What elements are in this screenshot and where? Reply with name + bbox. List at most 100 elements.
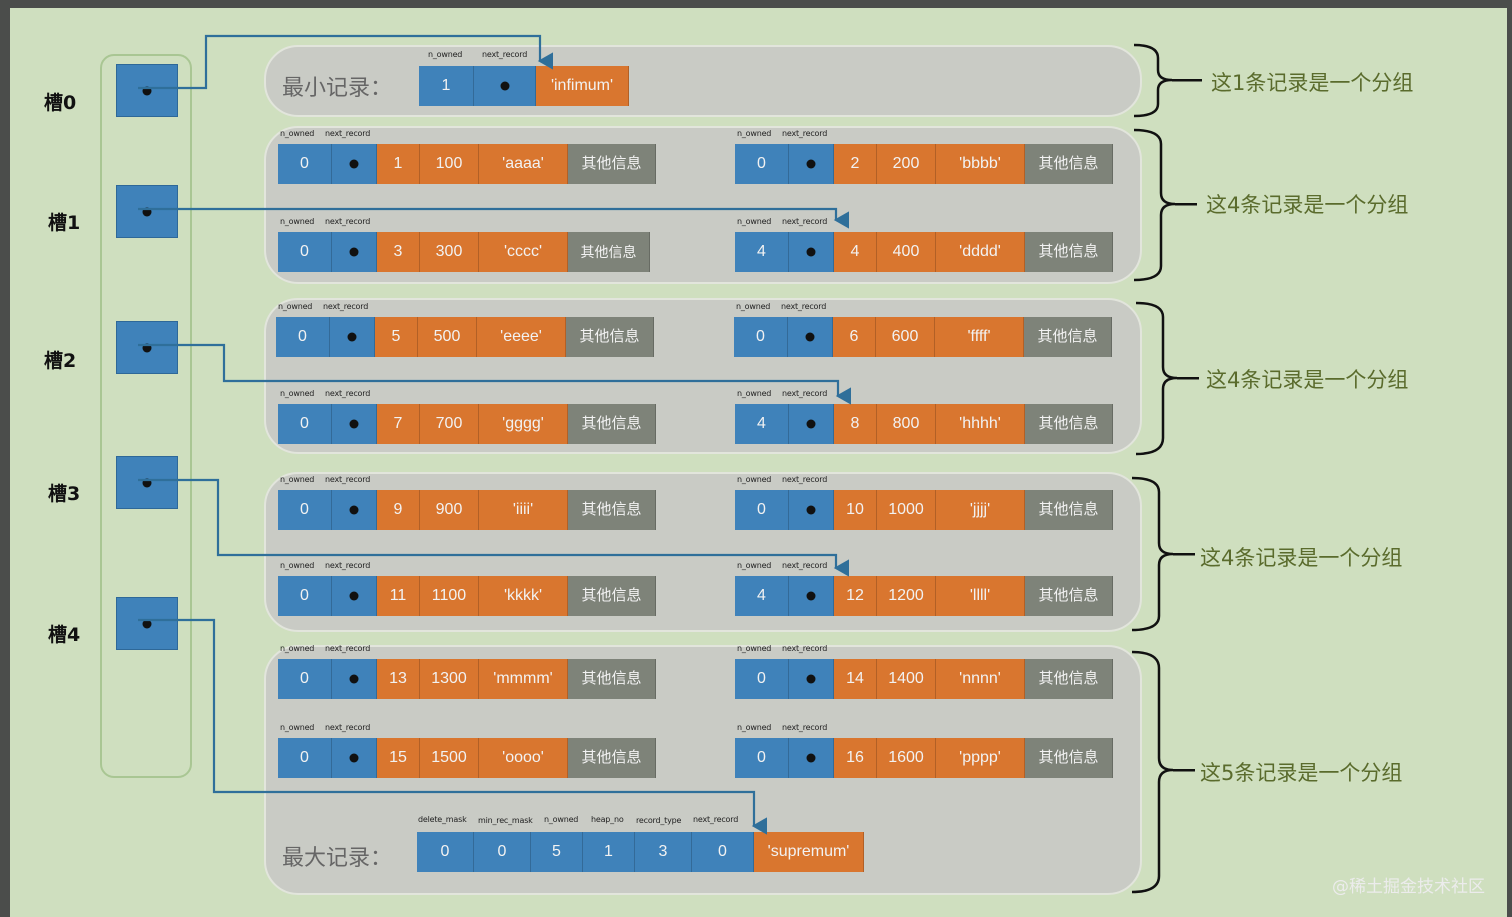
pointer-dot bbox=[349, 591, 359, 601]
supremum-heap-no: 1 bbox=[583, 832, 635, 872]
supremum-header-next-record: next_record bbox=[693, 815, 739, 824]
supremum-delete-mask: 0 bbox=[417, 832, 474, 872]
record-header-n-owned: n_owned bbox=[737, 561, 772, 570]
record-value: 800 bbox=[877, 404, 936, 444]
record-n-owned: 0 bbox=[735, 490, 789, 530]
record-value: 1000 bbox=[877, 490, 936, 530]
record-header-next-record: next_record bbox=[325, 217, 371, 226]
slot-box-0 bbox=[116, 64, 178, 117]
record-header-next-record: next_record bbox=[782, 561, 828, 570]
group-description-1: 这4条记录是一个分组 bbox=[1206, 193, 1409, 217]
supremum-header-record-type: record_type bbox=[636, 816, 682, 825]
record-header-next-record: next_record bbox=[782, 644, 828, 653]
record-other-info: 其他信息 bbox=[566, 317, 654, 357]
slot-0-arrow bbox=[138, 34, 554, 90]
record-key: 'jjjj' bbox=[936, 490, 1025, 530]
group-description-4: 这5条记录是一个分组 bbox=[1200, 761, 1403, 785]
slot-label-4: 槽4 bbox=[48, 624, 81, 646]
record-number: 10 bbox=[834, 490, 877, 530]
record-header-next-record: next_record bbox=[325, 389, 371, 398]
record-other-info: 其他信息 bbox=[568, 576, 656, 616]
pointer-dot bbox=[805, 332, 815, 342]
record-header-n-owned: n_owned bbox=[737, 389, 772, 398]
pointer-dot bbox=[806, 505, 816, 515]
record-key: 'aaaa' bbox=[479, 144, 568, 184]
slot-label-1: 槽1 bbox=[48, 212, 81, 234]
record-next-record bbox=[788, 317, 833, 357]
brace-group-1 bbox=[1133, 128, 1176, 282]
supremum-header-n-owned: n_owned bbox=[544, 815, 579, 824]
record-n-owned: 0 bbox=[278, 738, 332, 778]
pointer-dot bbox=[347, 332, 357, 342]
record-header-next-record: next_record bbox=[323, 302, 369, 311]
record-n-owned: 0 bbox=[735, 738, 789, 778]
slot-3-arrow bbox=[138, 478, 850, 577]
record-value: 600 bbox=[876, 317, 935, 357]
brace-group-0 bbox=[1133, 43, 1173, 118]
record-next-record bbox=[332, 404, 377, 444]
record-next-record bbox=[332, 738, 377, 778]
record-header-n-owned: n_owned bbox=[280, 561, 315, 570]
record-key: 'llll' bbox=[936, 576, 1025, 616]
record-other-info: 其他信息 bbox=[568, 738, 656, 778]
record-key: 'bbbb' bbox=[936, 144, 1025, 184]
record-header-next-record: next_record bbox=[782, 217, 828, 226]
record-header-next-record: next_record bbox=[325, 644, 371, 653]
record-header-next-record: next_record bbox=[325, 475, 371, 484]
pointer-dot bbox=[142, 86, 152, 95]
pointer-dot bbox=[142, 478, 152, 487]
record-other-info: 其他信息 bbox=[568, 490, 656, 530]
record-other-info: 其他信息 bbox=[568, 232, 650, 272]
record-n-owned: 0 bbox=[735, 144, 789, 184]
supremum-header-min-rec-mask: min_rec_mask bbox=[478, 816, 533, 825]
record-next-record bbox=[789, 490, 834, 530]
record-number: 15 bbox=[377, 738, 420, 778]
supremum-record-type: 3 bbox=[635, 832, 692, 872]
record-key: 'iiii' bbox=[479, 490, 568, 530]
record-other-info: 其他信息 bbox=[568, 659, 656, 699]
infimum-label: 最小记录： bbox=[282, 76, 393, 101]
record-value: 1100 bbox=[420, 576, 479, 616]
record-key: 'ffff' bbox=[935, 317, 1024, 357]
record-number: 7 bbox=[377, 404, 420, 444]
record-other-info: 其他信息 bbox=[1025, 659, 1113, 699]
record-n-owned: 0 bbox=[278, 576, 332, 616]
record-header-next-record: next_record bbox=[325, 723, 371, 732]
record-value: 500 bbox=[418, 317, 477, 357]
record-next-record bbox=[332, 576, 377, 616]
pointer-dot bbox=[349, 505, 359, 515]
record-header-next-record: next_record bbox=[325, 129, 371, 138]
slot-1-arrow bbox=[138, 207, 850, 229]
record-other-info: 其他信息 bbox=[1025, 144, 1113, 184]
pointer-dot bbox=[349, 247, 359, 257]
infimum-header-next-record: next_record bbox=[482, 50, 528, 59]
record-next-record bbox=[332, 490, 377, 530]
record-key: 'gggg' bbox=[479, 404, 568, 444]
record-next-record bbox=[330, 317, 375, 357]
record-key: 'nnnn' bbox=[936, 659, 1025, 699]
record-number: 14 bbox=[834, 659, 877, 699]
supremum-record: 0 0 5 1 3 0 'supremum' bbox=[417, 832, 864, 872]
record-header-n-owned: n_owned bbox=[280, 475, 315, 484]
record-n-owned: 0 bbox=[276, 317, 330, 357]
record-value: 900 bbox=[420, 490, 479, 530]
record-key: 'hhhh' bbox=[936, 404, 1025, 444]
page-directory bbox=[100, 54, 192, 778]
infimum-record: 1 'infimum' bbox=[419, 66, 629, 106]
connector-overlay bbox=[138, 34, 1202, 894]
group-description-2: 这4条记录是一个分组 bbox=[1206, 368, 1409, 392]
record-number: 12 bbox=[834, 576, 877, 616]
record-n-owned: 4 bbox=[735, 576, 789, 616]
record-header-next-record: next_record bbox=[782, 475, 828, 484]
record-other-info: 其他信息 bbox=[568, 144, 656, 184]
pointer-dot bbox=[806, 753, 816, 763]
record-number: 13 bbox=[377, 659, 420, 699]
